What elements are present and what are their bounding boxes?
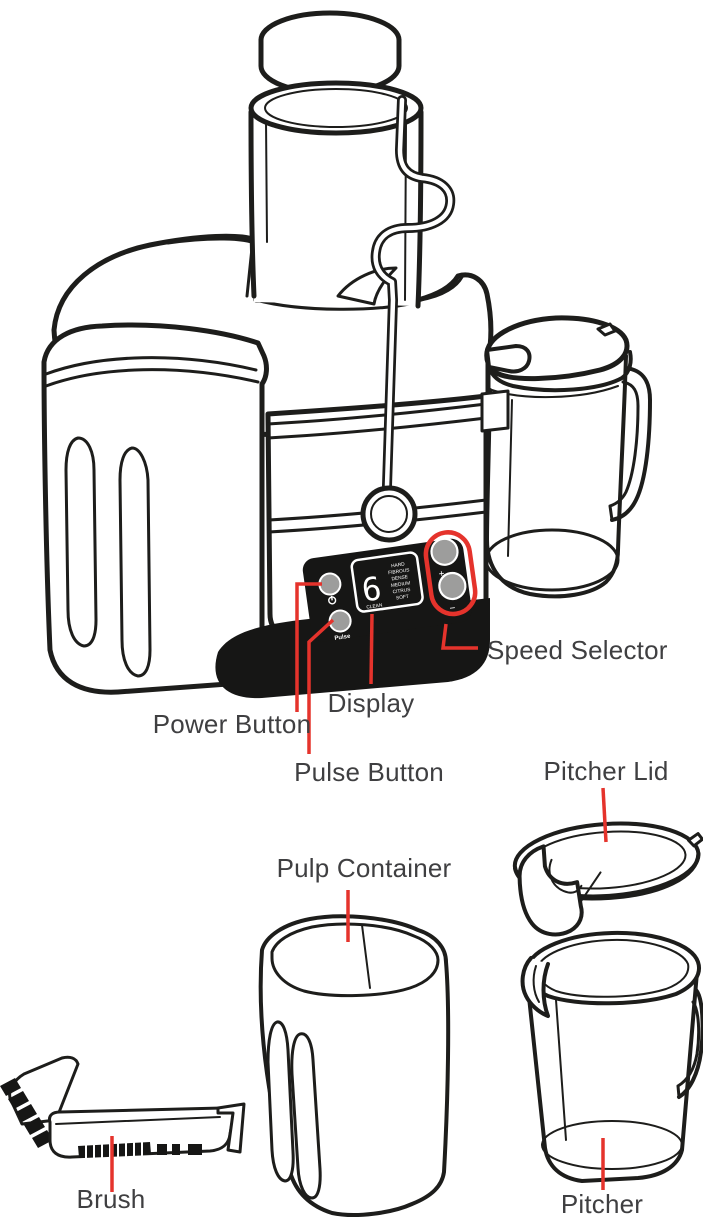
pitcher-part [520, 930, 703, 1183]
leader-speed-selector [441, 623, 478, 650]
speed-level: HARD [391, 561, 406, 569]
attached-pulp-bin [41, 322, 269, 695]
power-icon [328, 595, 337, 605]
brush-bristles-side [0, 1078, 53, 1148]
label-brush: Brush [76, 1184, 146, 1214]
speed-down-button [438, 571, 467, 601]
clean-label: CLEAN [366, 602, 383, 610]
control-panel: Pulse 6 HARD FIBROUS DENSE MEDIUM CITRUS… [302, 530, 478, 642]
label-display: Display [327, 688, 415, 718]
speed-selector-highlight [423, 530, 478, 617]
pulp-container-part [258, 914, 451, 1217]
leader-pulse-button [307, 618, 335, 754]
label-pulp-container: Pulp Container [276, 853, 452, 883]
brush-part [0, 1055, 246, 1159]
speed-level: SOFT [396, 594, 410, 602]
label-pulse-button: Pulse Button [294, 757, 444, 787]
leader-lines [110, 582, 608, 1192]
label-pitcher: Pitcher [560, 1189, 644, 1219]
label-speed-selector: Speed Selector [487, 635, 668, 665]
juicer-assembly: Pulse 6 HARD FIBROUS DENSE MEDIUM CITRUS… [41, 10, 652, 699]
locking-arm [336, 95, 456, 543]
speed-selector-buttons: + − [423, 530, 478, 617]
pulse-button-label: Pulse [334, 634, 351, 642]
label-power-button: Power Button [152, 709, 312, 739]
plus-label: + [438, 569, 445, 581]
display: 6 HARD FIBROUS DENSE MEDIUM CITRUS SOFT … [350, 551, 424, 613]
speed-up-button [430, 537, 459, 566]
leader-power-button [295, 582, 322, 712]
attached-pitcher [484, 315, 652, 599]
label-pitcher-lid: Pitcher Lid [543, 756, 669, 786]
pitcher-lid-part [512, 821, 703, 937]
minus-label: − [449, 603, 456, 615]
speed-level: MEDIUM [391, 580, 411, 589]
speed-level: FIBROUS [388, 567, 410, 576]
display-speed-list: HARD FIBROUS DENSE MEDIUM CITRUS SOFT [388, 561, 411, 602]
leader-display [369, 613, 374, 685]
leader-pitcher-lid [601, 787, 608, 843]
food-pusher [248, 10, 424, 136]
brush-bristles-bottom [78, 1141, 202, 1159]
speed-level: DENSE [391, 574, 408, 582]
speed-level: CITRUS [392, 587, 411, 595]
